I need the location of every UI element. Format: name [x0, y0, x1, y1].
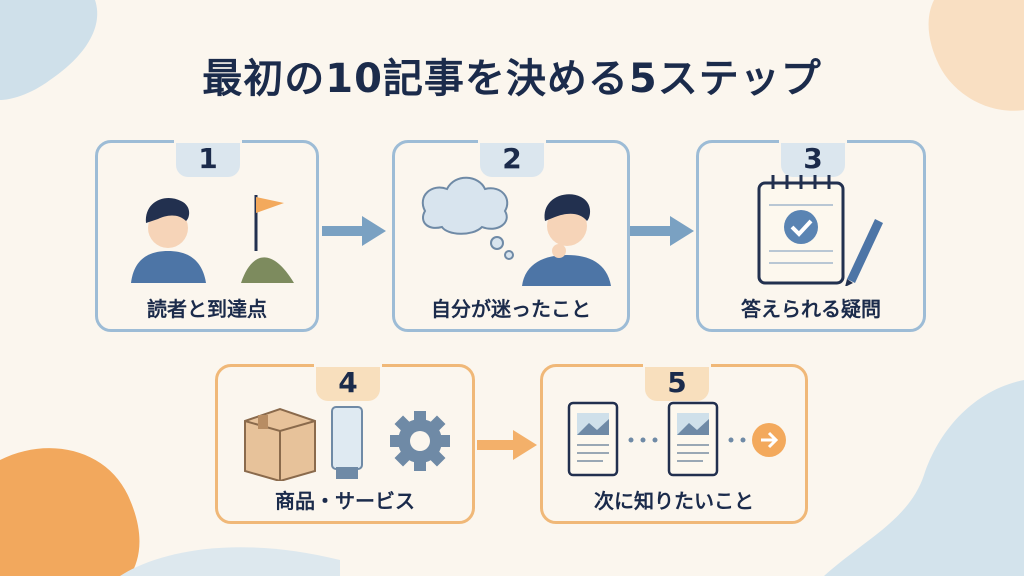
thinking-person-icon — [421, 176, 611, 286]
background-blob-top-right — [928, 0, 1024, 111]
step-number-2: 2 — [478, 137, 546, 177]
step-card-3: 3 答えられる疑問 — [696, 137, 926, 332]
page-title: 最初の10記事を決める5ステップ — [202, 56, 822, 102]
arrow-right-icon — [630, 216, 694, 246]
step-number-3: 3 — [779, 137, 847, 177]
background-blob-bottom-middle — [120, 547, 340, 576]
step-card-5: 5 次に知りたいこと — [540, 361, 808, 524]
step-number-5: 5 — [643, 361, 711, 401]
box-tube-gear-icon — [244, 406, 450, 481]
step-number-1: 1 — [174, 137, 242, 177]
background-blob-bottom-left — [0, 448, 140, 576]
arrow-right-icon — [322, 216, 386, 246]
step-label-4: 商品・サービス — [275, 489, 415, 513]
background-blob-bottom-right — [824, 380, 1024, 576]
step-card-1: 1 読者と到達点 — [95, 137, 319, 332]
step-label-2: 自分が迷ったこと — [431, 297, 591, 321]
background-blob-top-left — [0, 0, 98, 100]
step-card-4: 4 商品・サービス — [215, 361, 475, 524]
step-label-3: 答えられる疑問 — [741, 297, 881, 321]
step-label-1: 読者と到達点 — [147, 297, 267, 321]
notepad-check-icon — [757, 175, 883, 286]
article-chain-icon — [567, 401, 786, 477]
step-card-2: 2 自分が迷ったこと — [392, 137, 630, 332]
step-number-4: 4 — [314, 361, 382, 401]
step-label-5: 次に知りたいこと — [594, 489, 754, 513]
person-with-flag-icon — [131, 195, 294, 283]
arrow-right-icon — [477, 430, 537, 460]
